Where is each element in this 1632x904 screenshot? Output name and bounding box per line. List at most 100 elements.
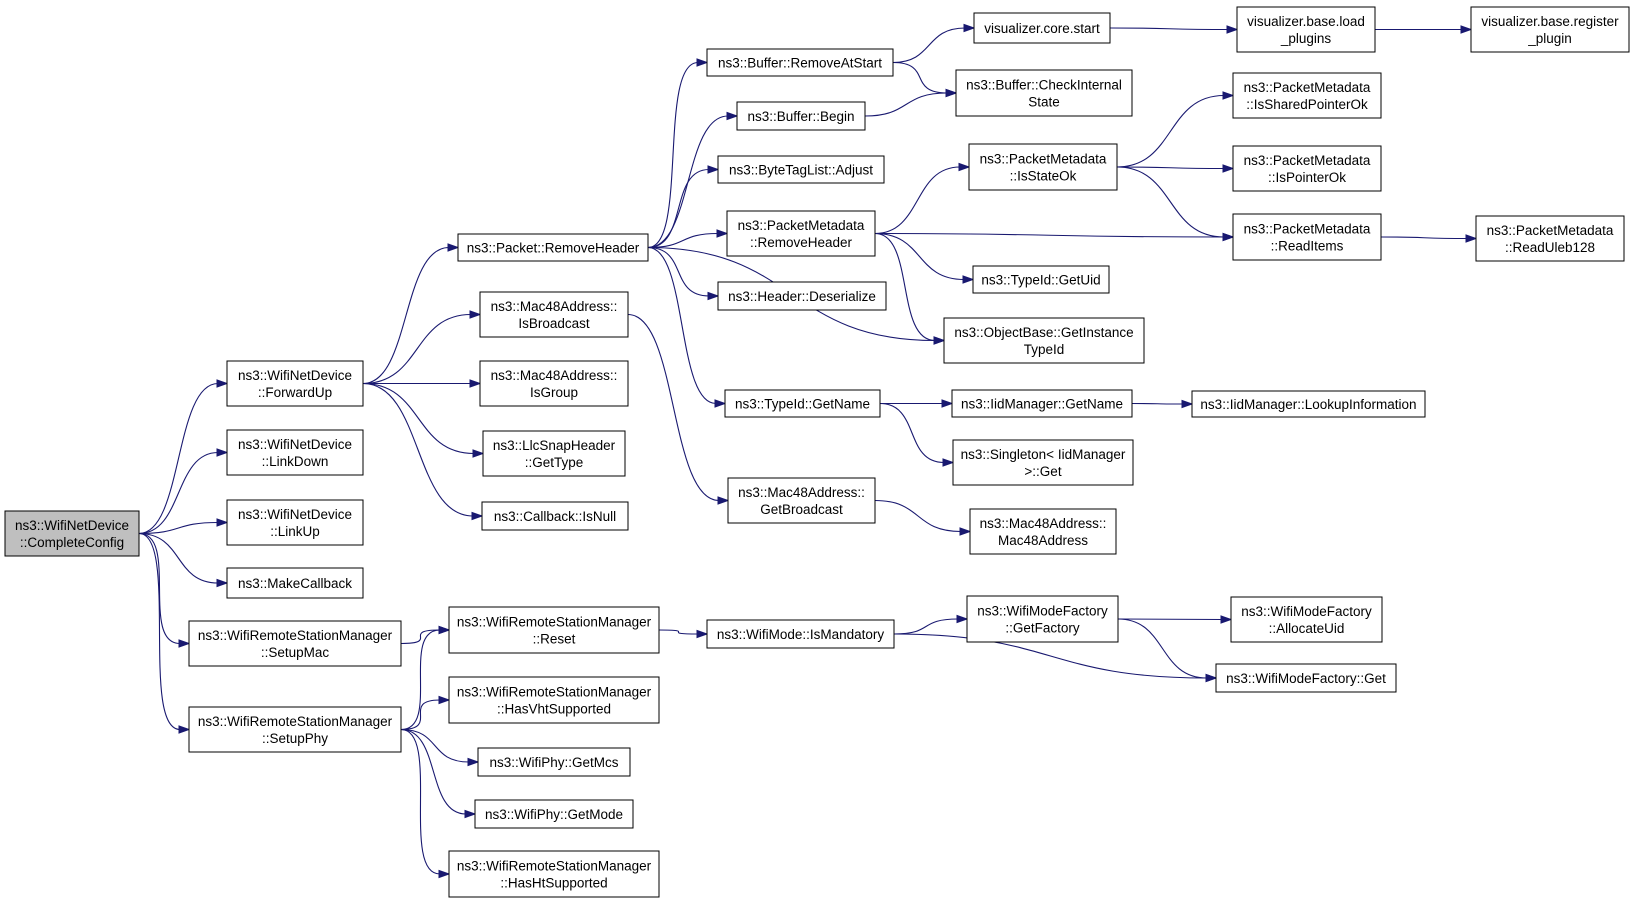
graph-node[interactable]: ns3::WifiNetDevice::ForwardUp [226, 360, 364, 407]
graph-node[interactable]: visualizer.core.start [973, 12, 1111, 44]
graph-node[interactable]: ns3::WifiNetDevice::LinkDown [226, 429, 364, 476]
edge-n20-n29 [874, 232, 946, 345]
node-label: ::SetupPhy [262, 731, 328, 746]
edge-n22-n31 [879, 402, 955, 467]
graph-node[interactable]: ns3::WifiNetDevice::LinkUp [226, 499, 364, 546]
edge-n20-n28 [874, 232, 975, 284]
node-label: ns3::Buffer::Begin [747, 109, 854, 124]
node-box [479, 360, 629, 407]
node-box [1230, 596, 1383, 643]
graph-node[interactable]: ns3::TypeId::GetUid [972, 265, 1110, 294]
node-label: ns3::Buffer::CheckInternal [966, 78, 1122, 93]
node-box [457, 233, 649, 262]
graph-node[interactable]: ns3::WifiMode::IsMandatory [706, 619, 895, 649]
node-box [973, 12, 1111, 44]
graph-node[interactable]: ns3::IidManager::GetName [951, 389, 1133, 418]
graph-node[interactable]: ns3::Mac48Address::IsGroup [479, 360, 629, 407]
arrowhead-icon [216, 448, 229, 457]
edges-layer [138, 23, 1478, 879]
graph-node[interactable]: ns3::WifiRemoteStationManager::HasVhtSup… [448, 676, 660, 724]
arrowhead-icon [1222, 164, 1235, 173]
graph-node[interactable]: ns3::WifiRemoteStationManager::SetupPhy [188, 706, 402, 753]
node-label: ::ForwardUp [258, 385, 332, 400]
graph-node[interactable]: ns3::WifiModeFactory::Get [1215, 663, 1397, 693]
graph-node[interactable]: ns3::Buffer::RemoveAtStart [706, 48, 894, 77]
graph-node[interactable]: visualizer.base.load_plugins [1236, 6, 1376, 53]
graph-node[interactable]: ns3::PacketMetadata::IsPointerOk [1232, 145, 1382, 192]
node-label: IsGroup [530, 385, 578, 400]
graph-node[interactable]: ns3::Buffer::Begin [736, 101, 866, 131]
edge-n1-n10 [362, 382, 485, 458]
edge-n22-n30 [880, 399, 954, 408]
graph-node[interactable]: ns3::IidManager::LookupInformation [1191, 390, 1426, 418]
edge-n6-n15 [400, 728, 477, 819]
arrowhead-icon [714, 399, 727, 408]
node-box [481, 501, 629, 531]
graph-node[interactable]: ns3::WifiNetDevice::CompleteConfig [4, 510, 140, 557]
graph-node[interactable]: ns3::PacketMetadata::ReadUleb128 [1475, 215, 1625, 262]
edge-n18-n26 [864, 88, 958, 117]
node-label: ns3::PacketMetadata [738, 218, 865, 233]
edge-n0-n6 [138, 532, 191, 734]
node-label: ns3::WifiRemoteStationManager [198, 714, 393, 729]
node-box [1475, 215, 1625, 262]
graph-node[interactable]: ns3::WifiModeFactory::GetFactory [966, 595, 1119, 643]
node-label: ::LinkDown [262, 454, 329, 469]
edge-n24-n33 [893, 614, 969, 635]
node-box [724, 389, 881, 418]
node-box [1215, 663, 1397, 693]
node-label: ::RemoveHeader [750, 235, 853, 250]
edge-n23-n32 [874, 499, 972, 536]
edge-n0-n4 [138, 532, 229, 588]
graph-node[interactable]: ns3::Packet::RemoveHeader [457, 233, 649, 262]
node-label: ns3::PacketMetadata [1244, 80, 1371, 95]
graph-node[interactable]: ns3::WifiPhy::GetMcs [477, 747, 631, 777]
graph-node[interactable]: ns3::WifiRemoteStationManager::HasHtSupp… [448, 850, 660, 898]
graph-node[interactable]: ns3::MakeCallback [226, 567, 364, 599]
arrowhead-icon [469, 310, 482, 319]
node-box [972, 265, 1110, 294]
edge-n6-n14 [400, 728, 480, 767]
graph-node[interactable]: visualizer.base.register _plugin [1470, 6, 1630, 53]
arrowhead-icon [1220, 615, 1233, 624]
node-label: ns3::Mac48Address:: [738, 485, 865, 500]
graph-node[interactable]: ns3::Singleton< IidManager>::Get [952, 439, 1134, 486]
graph-node[interactable]: ns3::LlcSnapHeader::GetType [482, 430, 626, 477]
node-label: IsBroadcast [518, 316, 590, 331]
node-label: _plugin [1527, 31, 1572, 46]
edge-n7-n20 [647, 229, 729, 249]
node-box [479, 291, 629, 338]
node-label: ::IsPointerOk [1268, 170, 1346, 185]
graph-node[interactable]: ns3::WifiRemoteStationManager::SetupMac [188, 620, 402, 667]
graph-node[interactable]: ns3::ByteTagList::Adjust [717, 155, 885, 184]
graph-node[interactable]: ns3::PacketMetadata::IsSharedPointerOk [1232, 72, 1382, 119]
node-label: visualizer.base.register [1481, 14, 1619, 29]
graph-node[interactable]: ns3::PacketMetadata::RemoveHeader [726, 210, 876, 257]
node-box [706, 619, 895, 649]
graph-node[interactable]: ns3::PacketMetadata::ReadItems [1232, 213, 1382, 261]
node-label: >::Get [1024, 464, 1061, 479]
node-label: ::Reset [533, 632, 576, 647]
node-box [951, 389, 1133, 418]
graph-node[interactable]: ns3::Mac48Address::IsBroadcast [479, 291, 629, 338]
graph-node[interactable]: ns3::PacketMetadata::IsStateOk [968, 143, 1118, 191]
node-label: visualizer.base.load [1247, 14, 1365, 29]
node-label: ns3::WifiMode::IsMandatory [717, 627, 885, 642]
graph-node[interactable]: ns3::TypeId::GetName [724, 389, 881, 418]
node-label: ns3::TypeId::GetName [735, 397, 870, 412]
graph-node[interactable]: ns3::WifiRemoteStationManager::Reset [448, 606, 660, 654]
node-label: ::HasVhtSupported [497, 702, 611, 717]
arrowhead-icon [178, 639, 191, 648]
graph-node[interactable]: ns3::Mac48Address::GetBroadcast [727, 477, 876, 524]
graph-node[interactable]: ns3::Mac48Address::Mac48Address [969, 508, 1117, 555]
graph-node[interactable]: ns3::Callback::IsNull [481, 501, 629, 531]
graph-node[interactable]: ns3::WifiPhy::GetMode [474, 799, 634, 829]
edge-n0-n2 [138, 448, 229, 535]
graph-node[interactable]: ns3::WifiModeFactory::AllocateUid [1230, 596, 1383, 643]
graph-node[interactable]: ns3::Header::Deserialize [717, 281, 887, 311]
node-label: ns3::WifiRemoteStationManager [198, 628, 393, 643]
node-box [188, 706, 402, 753]
arrowhead-icon [726, 111, 739, 121]
